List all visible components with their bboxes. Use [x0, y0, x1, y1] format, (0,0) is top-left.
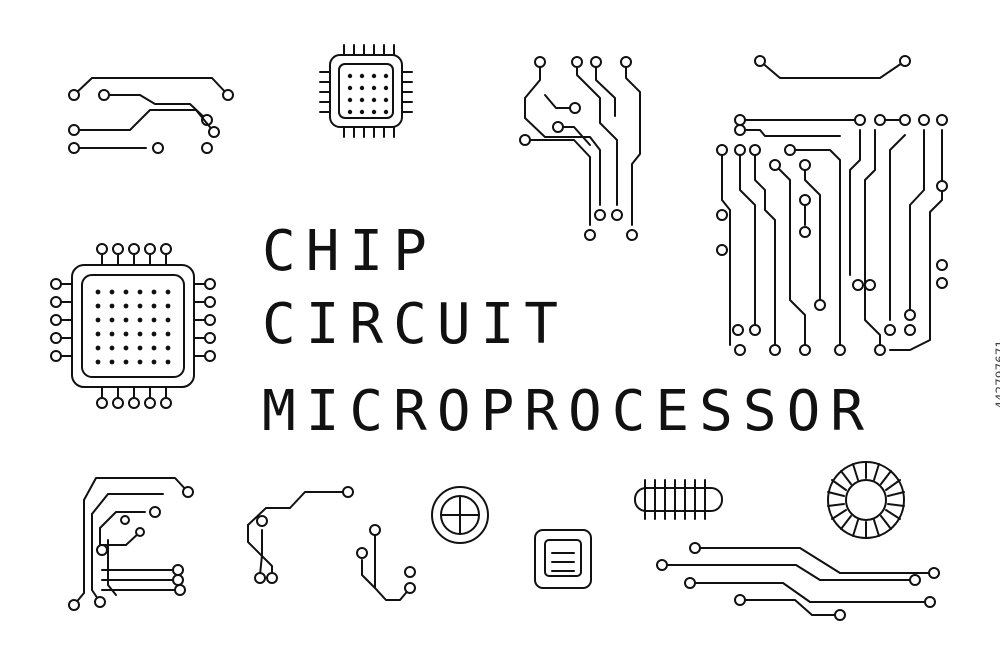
headline: CHIP CIRCUIT MICROPROCESSOR	[262, 219, 874, 444]
wire-group-bottom-center-left	[247, 486, 416, 601]
wire-group-bottom-right	[656, 542, 940, 621]
resistor-component	[634, 479, 723, 520]
headline-line-2: CIRCUIT	[262, 292, 568, 357]
chip-top-grid	[347, 73, 389, 115]
wire-group-right-board	[716, 55, 948, 356]
stock-id-label: 442797671	[994, 340, 1000, 409]
chip-left-grid	[95, 289, 171, 365]
wire-group-top-left	[68, 77, 234, 154]
headline-line-3: MICROPROCESSOR	[262, 379, 874, 444]
chip-left-pins	[50, 243, 216, 409]
wire-group-top-center	[519, 56, 641, 241]
chip-left	[50, 243, 216, 409]
square-component	[534, 529, 592, 589]
chip-top	[319, 44, 413, 138]
inductor-component	[827, 461, 905, 539]
headline-line-1: CHIP	[262, 219, 437, 284]
wire-group-bottom-left	[68, 477, 194, 611]
round-component	[431, 486, 489, 544]
